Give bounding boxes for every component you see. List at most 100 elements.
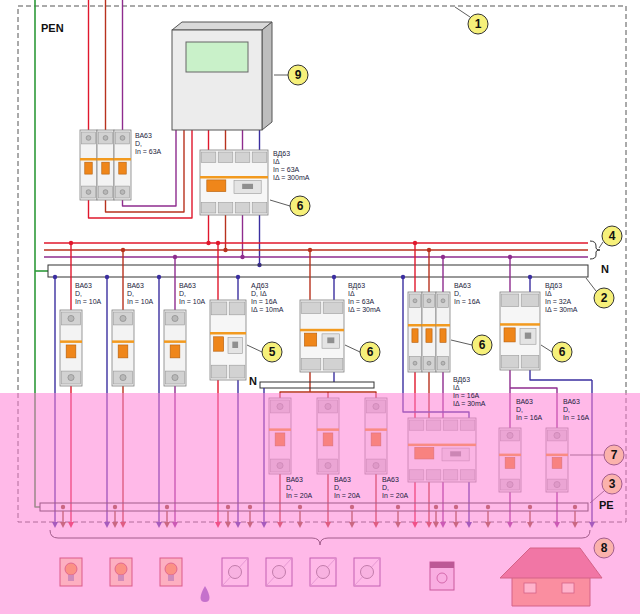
terminal xyxy=(438,294,449,308)
wire xyxy=(44,242,588,244)
callout-circle xyxy=(290,196,310,216)
callout-number: 7 xyxy=(611,448,618,462)
rcd-body xyxy=(200,150,268,215)
terminal xyxy=(424,356,435,370)
tint-overlay xyxy=(0,393,640,614)
bus-label: PE xyxy=(598,499,615,511)
terminal xyxy=(218,203,233,213)
terminal-screw xyxy=(120,136,125,141)
neutral-bus xyxy=(260,382,374,388)
terminal xyxy=(116,132,130,144)
neutral-bus xyxy=(48,265,588,277)
callout-circle xyxy=(552,342,572,362)
wire xyxy=(309,250,310,300)
orange-stripe xyxy=(60,340,82,343)
device-rating: D, IΔ xyxy=(250,290,268,298)
terminal xyxy=(252,152,267,162)
terminal-screw xyxy=(120,190,125,195)
terminal-screw xyxy=(120,374,126,380)
callout-number: 9 xyxy=(295,68,302,82)
toggle-lever xyxy=(118,345,128,358)
orange-stripe xyxy=(408,324,422,327)
terminal xyxy=(252,203,267,213)
device-rating: In = 10A xyxy=(178,298,206,306)
test-button xyxy=(242,184,253,189)
device-rating: In = 63A xyxy=(134,148,162,156)
toggle-lever xyxy=(304,333,316,346)
leader-line xyxy=(455,7,470,17)
wire xyxy=(208,130,209,150)
orange-stripe xyxy=(436,324,450,327)
breaker-body xyxy=(112,310,134,386)
bracket xyxy=(590,241,600,259)
breaker-body xyxy=(114,130,131,200)
test-button xyxy=(327,337,334,343)
device-rating: IΔ xyxy=(272,158,281,166)
terminal xyxy=(62,312,81,325)
test-button xyxy=(232,342,238,348)
meter-front xyxy=(172,30,262,130)
rcd-body xyxy=(500,292,540,370)
terminal xyxy=(218,152,233,162)
breaker-body xyxy=(422,292,436,372)
callout-number: 8 xyxy=(601,541,608,555)
callout-number: 4 xyxy=(609,229,616,243)
rcd-panel xyxy=(234,181,261,194)
device-rating: IΔ = 30mA xyxy=(347,306,382,314)
terminal-screw xyxy=(86,136,91,141)
toggle-lever xyxy=(214,337,224,351)
device-rating: D, xyxy=(562,406,571,414)
leader-line xyxy=(247,345,262,352)
rcd-panel xyxy=(228,338,242,354)
terminal-screw xyxy=(103,190,108,195)
device-rating: In = 20A xyxy=(381,492,409,500)
callout-number: 6 xyxy=(297,199,304,213)
terminal-screw xyxy=(172,315,178,321)
terminal xyxy=(211,302,227,315)
device-rating: ВА63 xyxy=(285,476,304,484)
wire xyxy=(509,257,510,292)
terminal-screw xyxy=(172,374,178,380)
device-rating: IΔ xyxy=(544,290,553,298)
terminal xyxy=(229,302,245,315)
callout-circle xyxy=(602,226,622,246)
device-rating: In = 63A xyxy=(272,166,300,174)
terminal xyxy=(229,365,245,378)
device-rating: In = 16A xyxy=(515,414,543,422)
callout-number: 1 xyxy=(475,17,482,31)
breaker-body xyxy=(164,310,186,386)
junction-dot xyxy=(216,241,220,245)
terminal xyxy=(99,132,113,144)
wire xyxy=(106,130,185,212)
device-rating: D, xyxy=(74,290,83,298)
terminal-screw xyxy=(68,315,74,321)
terminal xyxy=(501,356,519,368)
rcd-panel xyxy=(520,329,536,345)
wire xyxy=(428,250,429,292)
terminal xyxy=(235,203,250,213)
wire xyxy=(35,270,48,272)
terminal-screw xyxy=(441,299,445,303)
device-rating: In = 16A xyxy=(452,392,480,400)
device-rating: In = 10A xyxy=(74,298,102,306)
device-rating: D, xyxy=(134,140,143,148)
toggle-lever xyxy=(207,180,226,192)
junction-dot xyxy=(157,275,161,279)
device-rating: In = 16A xyxy=(250,298,278,306)
wire xyxy=(44,256,588,258)
wire xyxy=(242,130,243,150)
toggle-lever xyxy=(119,162,126,174)
device-rating: IΔ = 10mA xyxy=(250,306,285,314)
wire xyxy=(208,215,209,243)
device-rating: D, xyxy=(333,484,342,492)
orange-stripe xyxy=(80,158,97,161)
device-rating: IΔ = 30mA xyxy=(544,306,579,314)
junction-dot xyxy=(441,255,445,259)
device-rating: In = 20A xyxy=(285,492,313,500)
toggle-lever xyxy=(102,162,109,174)
terminal xyxy=(301,302,321,314)
wire xyxy=(70,243,71,310)
test-button xyxy=(525,333,531,339)
terminal-screw xyxy=(441,361,445,365)
